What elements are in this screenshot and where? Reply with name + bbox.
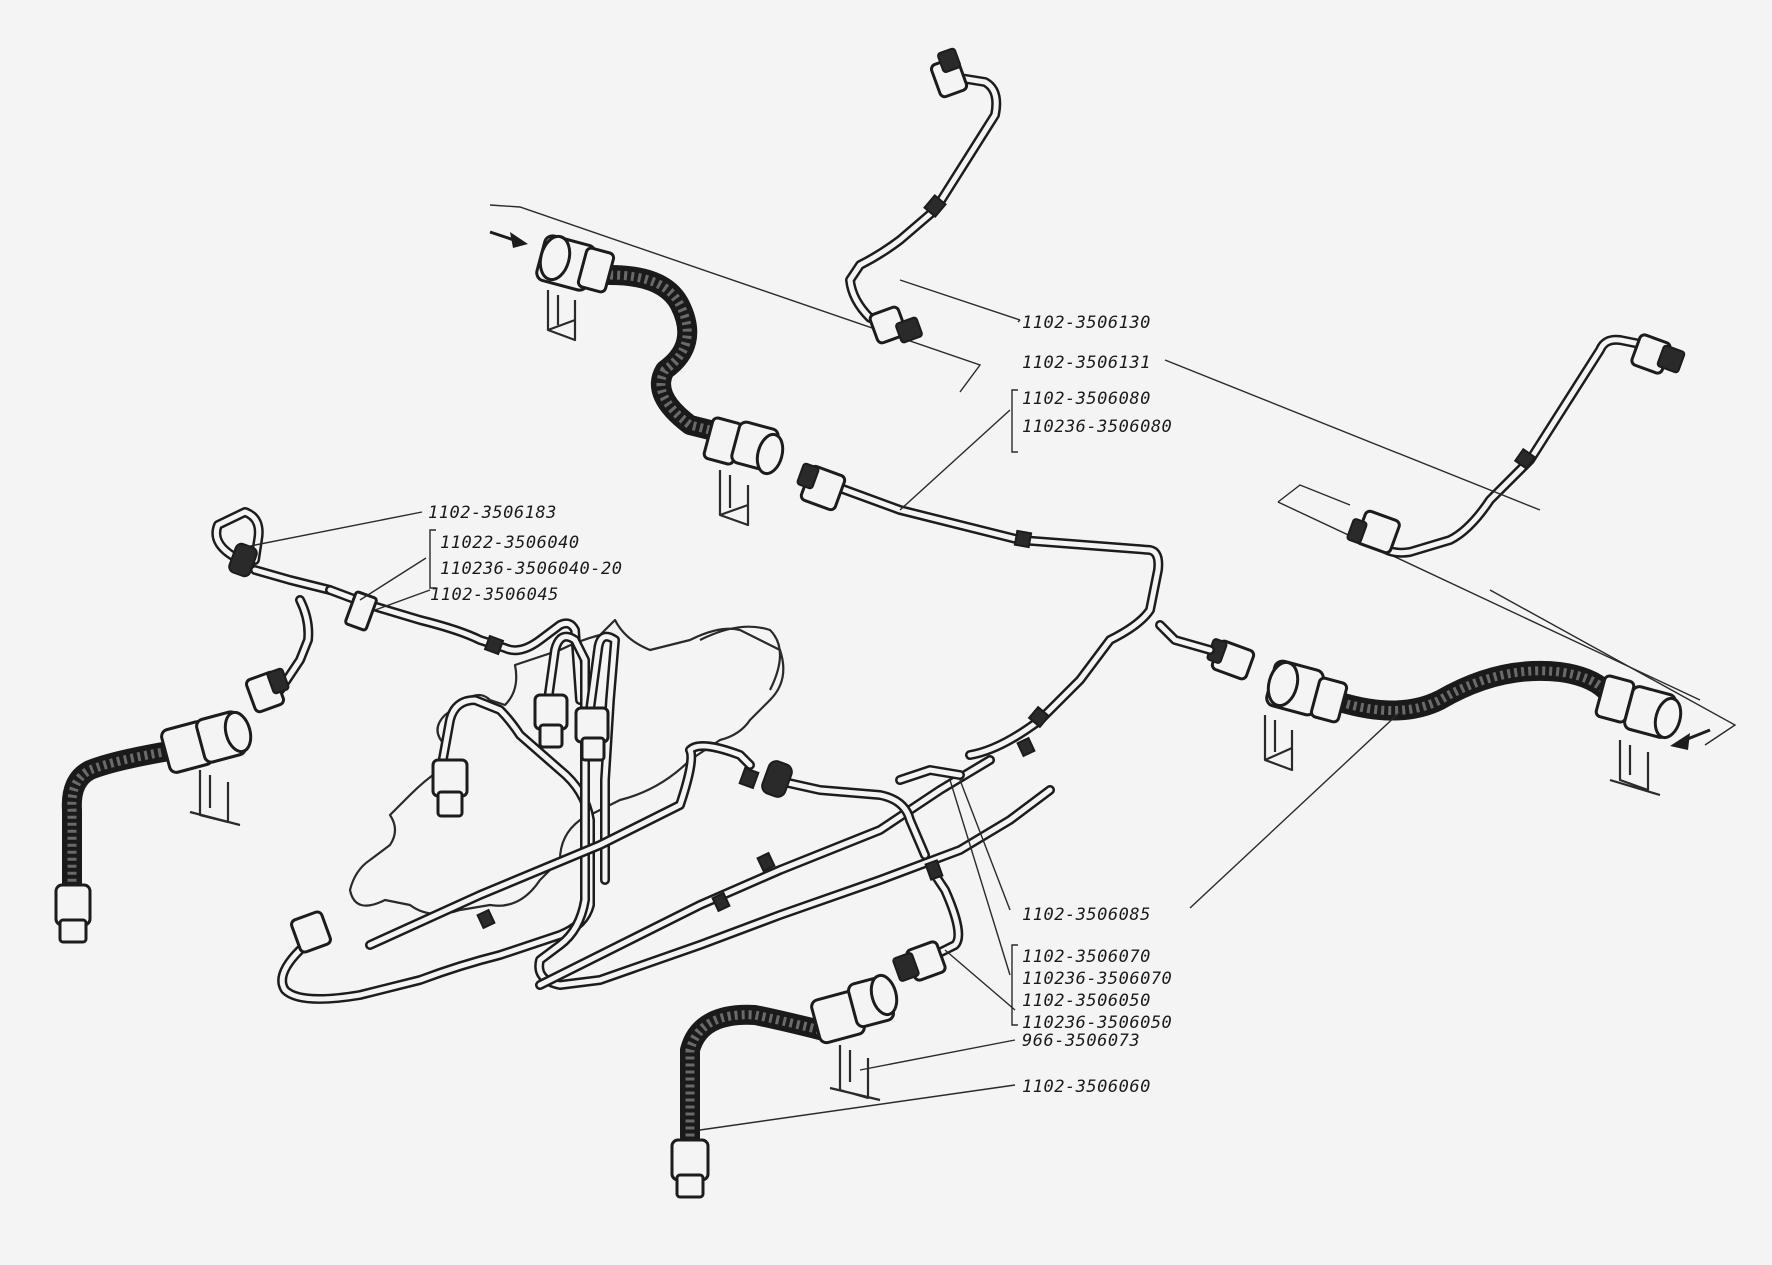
hose-right [1155, 620, 1683, 797]
label-6085: 1102-3506085 [1022, 905, 1151, 925]
label-brackets [429, 389, 1018, 1026]
label-6070b: 110236-3506070 [1022, 969, 1172, 989]
hose-bottom [670, 973, 899, 1199]
label-6050a: 1102-3506050 [1022, 991, 1151, 1011]
label-6050b: 110236-3506050 [1022, 1013, 1172, 1033]
label-6045: 1102-3506045 [430, 585, 559, 605]
pipe-6080 [796, 462, 1164, 760]
label-6060: 1102-3506060 [1022, 1077, 1151, 1097]
left-frame-plane [489, 204, 982, 393]
label-6080b: 110236-3506080 [1022, 417, 1172, 437]
label-6040a: 11022-3506040 [440, 533, 580, 553]
label-6130: 1102-3506130 [1022, 313, 1151, 333]
pipe-6131 [1346, 333, 1686, 558]
pipe-6040 [275, 585, 585, 705]
center-tee [738, 760, 965, 860]
leader-lines [239, 279, 1541, 1131]
tube-bundle [277, 631, 1055, 1004]
hose-top-left [535, 234, 785, 527]
pipe-6130 [845, 47, 1002, 345]
label-6183: 1102-3506183 [428, 503, 557, 523]
label-6131: 1102-3506131 [1022, 353, 1151, 373]
label-6070a: 1102-3506070 [1022, 947, 1151, 967]
label-6080a: 1102-3506080 [1022, 389, 1151, 409]
label-6040b: 110236-3506040-20 [440, 559, 623, 579]
pipe-6183 [211, 507, 335, 595]
left-flow-arrow [489, 230, 528, 248]
right-flow-arrow [1670, 728, 1711, 750]
label-6073: 966-3506073 [1022, 1031, 1140, 1051]
pump-body-outline [348, 618, 785, 916]
pipe-6070 [892, 859, 964, 982]
hose-left [54, 667, 290, 944]
callout-labels: 1102-3506130 1102-3506131 1102-3506080 1… [428, 313, 1172, 1097]
